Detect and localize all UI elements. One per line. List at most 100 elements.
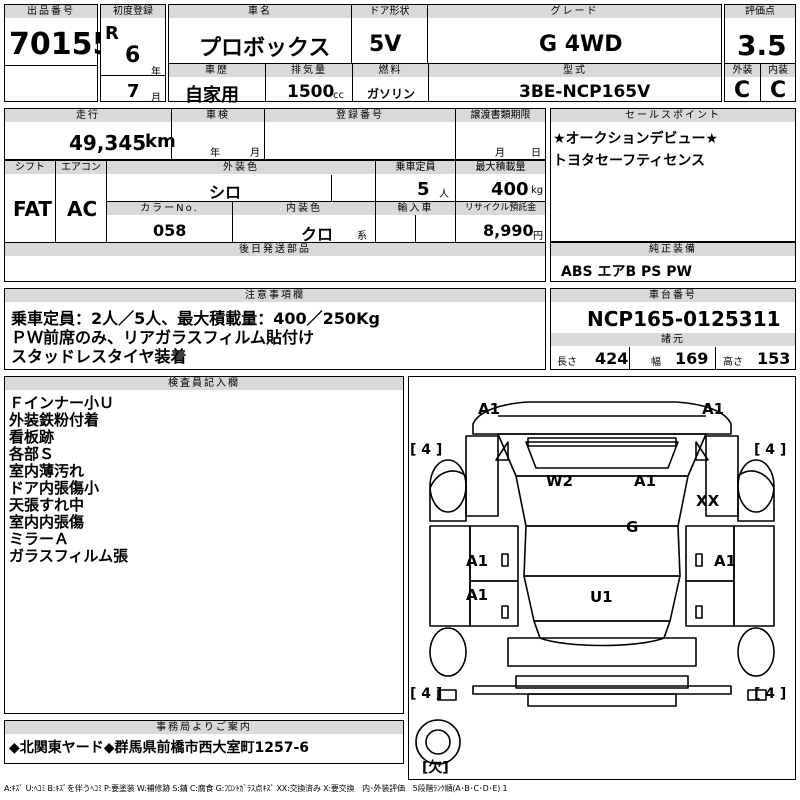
sales-point-1: ★オークションデビュー★ [553,131,719,147]
max-load-unit: kg [531,185,544,196]
recycle-unit: 円 [533,231,543,242]
aircon: AC [67,197,98,221]
car-outline [415,401,775,765]
ext-color: シロ [209,183,242,202]
chassis-label: 車台番号 [551,289,795,302]
length-label: 長さ [557,357,577,368]
capacity-unit: 人 [439,189,449,200]
car-name-label: 車名 [169,5,351,18]
import-label: 輸入車 [376,202,455,215]
exterior-grade: C [734,78,751,103]
displacement: 1500 [287,82,335,102]
shift-label: シフト [5,161,55,174]
max-load: 400 [491,179,529,200]
score-box: 評価点 3.5 外装 内装 C C [724,4,796,103]
transfer-label: 譲渡書類期限 [456,109,545,122]
inspector-note-10: ガラスフィルム張 [9,547,129,565]
chassis-number: NCP165-0125311 [587,307,781,331]
first-registration-box: 初度登録 R 6 年 7 月 [100,4,166,104]
ext-color-label: 外装色 [107,161,375,174]
shift: FAT [13,197,52,221]
inspector-note-8: 室内内張傷 [9,513,85,531]
tire-tread-front-left: [ 4 ] [410,442,442,458]
spare-tire-missing: [欠] [422,759,449,776]
transfer-day: 日 [531,148,541,159]
reg-month: 7 [127,81,140,102]
damage-mark-rear-floor: U1 [590,588,613,606]
office-address: ◆北関東ヤード◆群馬県前橋市西大室町1257-6 [9,740,310,756]
damage-mark-glass: G [626,518,638,536]
width: 169 [675,349,709,368]
inspector-note-1: Ｆインナー小Ｕ [9,394,115,412]
interior-label: 内装 [761,64,795,77]
office-box: 事務局よりご案内 ◆北関東ヤード◆群馬県前橋市西大室町1257-6 [4,720,404,764]
inspection-year: 年 [210,148,220,159]
equipment: ABS エアB PS PW [561,264,692,280]
grade: G 4WD [539,32,623,57]
model-code-label: 型式 [429,64,721,77]
history: 自家用 [185,85,239,106]
transfer-month: 月 [495,148,505,159]
int-color: クロ [301,225,334,244]
inspection-month: 月 [250,148,260,159]
displacement-unit: cc [333,90,344,101]
lot-number: 70155 [9,27,114,62]
door-label: ドア形状 [352,5,427,18]
max-load-label: 最大積載量 [456,161,545,174]
lot-number-box: 出品番号 70155 [4,4,113,102]
sales-point-label: セールスポイント [551,109,795,122]
damage-mark-front-left-bumper: A1 [478,400,500,418]
inspector-note-4: 各部Ｓ [9,445,55,463]
length: 424 [595,349,629,368]
office-label: 事務局よりご案内 [5,721,403,734]
damage-mark-left-front-door: A1 [466,552,488,570]
exterior-label: 外装 [725,64,760,77]
mileage-unit: km [145,131,176,152]
month-unit: 月 [151,93,161,104]
score: 3.5 [737,29,787,62]
note-line-3: スタッドレスタイヤ装着 [11,347,187,366]
inspection-label: 車検 [172,109,264,122]
reg-era: R [105,23,119,44]
color-no: 058 [153,221,187,240]
height-label: 高さ [723,357,743,368]
notes-box: 注意事項欄 乗車定員：2人／5人、最大積載量：400／250Kg ＰＷ前席のみ、… [4,288,546,370]
notes-label: 注意事項欄 [5,289,545,302]
year-unit: 年 [151,67,161,78]
damage-mark-right-fender: XX [696,492,720,510]
score-label: 評価点 [725,5,795,18]
specs-label: 諸元 [551,333,795,346]
car-damage-diagram: A1 A1 W2 A1 XX G A1 A1 A1 U1 [ 4 ] [ 4 ]… [408,376,796,780]
grade-label: グレード [428,5,721,18]
car-name-box: 車名 ドア形状 グレード プロボックス 5V G 4WD 車歴 排気量 燃料 型… [168,4,722,106]
recycle-label: リサイクル預託金 [456,202,545,215]
inspector-note-2: 外装鉄粉付着 [9,411,100,429]
sales-point-2: トヨタセーフティセンス [553,153,706,169]
reg-year: 6 [125,43,141,68]
displacement-label: 排気量 [266,64,352,77]
door-type: 5V [369,32,402,57]
tire-tread-rear-left: [ 4 ] [410,686,442,702]
note-line-2: ＰＷ前席のみ、リアガラスフィルム貼付け [11,328,315,347]
inspector-note-7: 天張すれ中 [9,496,85,514]
first-registration-label: 初度登録 [101,5,165,18]
model-code: 3BE-NCP165V [519,82,651,102]
inspector-note-6: ドア内張傷小 [9,479,100,497]
width-label: 幅 [651,357,661,368]
chassis-box: 車台番号 NCP165-0125311 諸元 長さ 424 幅 169 高さ 1… [550,288,796,370]
color-no-label: カラーNo. [107,202,232,215]
height: 153 [757,349,791,368]
inspector-box: 検査員記入欄 Ｆインナー小Ｕ 外装鉄粉付着 看板跡 各部Ｓ 室内薄汚れ ドア内張… [4,376,404,714]
fuel: ガソリン [367,87,416,101]
mileage-label: 走行 [5,109,171,122]
capacity-label: 乗車定員 [376,161,455,174]
spec-grid: シフト エアコン 外装色 乗車定員 最大積載量 FAT AC シロ 5 人 40… [4,160,546,244]
later-parts-label: 後日発送部品 [5,243,545,256]
int-color-unit: 系 [357,231,367,242]
damage-mark-right-front-door: A1 [714,552,736,570]
aircon-label: エアコン [56,161,106,174]
note-line-1: 乗車定員：2人／5人、最大積載量：400／250Kg [11,309,380,328]
damage-mark-roof: A1 [634,472,656,490]
capacity: 5 [417,179,430,200]
inspector-note-5: 室内薄汚れ [9,462,85,480]
